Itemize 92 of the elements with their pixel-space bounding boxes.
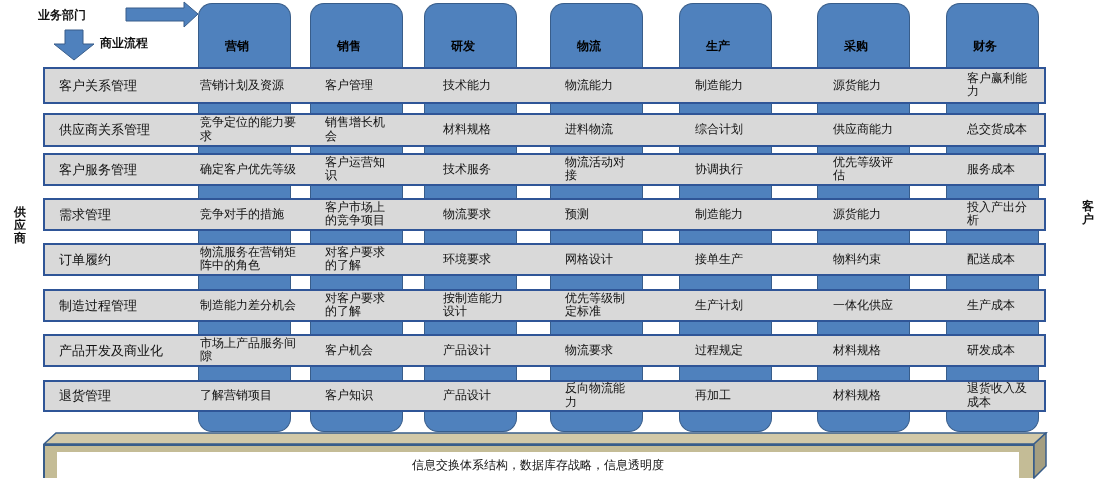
cell-text: 配送成本 [967,252,1016,267]
process-name: 订单履约 [59,253,111,266]
cell-text: 预测 [565,207,590,222]
cell-text: 总交货成本 [967,123,1028,137]
process-band [43,334,1046,367]
process-name: 产品开发及商业化 [59,344,163,357]
cell-text: 按制造能力设计 [443,291,504,320]
cell-text: 环境要求 [443,252,492,267]
process-band [43,289,1046,322]
cell-text: 网格设计 [565,252,614,267]
department-pillar [817,3,910,67]
cell-text: 物流能力 [565,78,614,93]
process-name: 供应商关系管理 [59,123,150,137]
department-pillar [946,3,1039,67]
cell-text: 物料约束 [833,252,882,267]
department-pillar [550,3,643,67]
cell-text: 客户机会 [325,343,374,358]
cell-text: 产品设计 [443,389,492,403]
cell-text: 进料物流 [565,123,614,137]
cell-text: 生产计划 [695,298,744,313]
cell-text: 了解营销项目 [200,389,273,403]
cell-text: 综合计划 [695,123,744,137]
cell-text: 研发成本 [967,343,1016,358]
department-title: 营销 [225,38,249,55]
cell-text: 物流要求 [565,343,614,358]
cell-text: 物流要求 [443,207,492,222]
department-title: 生产 [706,38,730,55]
side-label: 供应商 [14,206,26,246]
cell-text: 服务成本 [967,162,1016,177]
department-pillar [198,3,291,67]
cell-text: 竞争对手的措施 [200,207,285,222]
department-title: 采购 [844,38,868,55]
cell-text: 销售增长机会 [325,116,386,144]
cell-text: 产品设计 [443,343,492,358]
cell-text: 再加工 [695,389,732,403]
cell-text: 营销计划及资源 [200,78,285,93]
platform-label: 信息交换体系结构，数据库存战略，信息透明度 [57,452,1019,478]
department-title: 财务 [973,38,997,55]
cell-text: 过程规定 [695,343,744,358]
department-title: 研发 [451,38,475,55]
process-band [43,380,1046,412]
cell-text: 材料规格 [443,123,492,137]
cell-text: 确定客户优先等级 [200,162,297,177]
cell-text: 生产成本 [967,298,1016,313]
cell-text: 反向物流能力 [565,382,626,410]
cell-text: 物流服务在营销矩阵中的角色 [200,245,297,274]
process-name: 客户关系管理 [59,79,137,92]
cell-text: 制造能力 [695,78,744,93]
cell-text: 制造能力 [695,207,744,222]
process-name: 需求管理 [59,208,111,221]
department-title: 销售 [337,38,361,55]
foundation-platform [43,444,1035,478]
cell-text: 源货能力 [833,78,882,93]
process-band [43,153,1046,186]
cell-text: 接单生产 [695,252,744,267]
side-label: 客户 [1082,200,1094,227]
department-title: 物流 [577,38,601,55]
cell-text: 市场上产品服务间隙 [200,336,297,365]
department-pillar [679,3,772,67]
cell-text: 材料规格 [833,343,882,358]
axis-label: 业务部门 [38,9,86,21]
cell-text: 供应商能力 [833,123,894,137]
cell-text: 协调执行 [695,162,744,177]
cell-text: 对客户要求的了解 [325,291,386,320]
cell-text: 客户赢利能力 [967,71,1028,100]
process-band [43,198,1046,231]
cell-text: 竞争定位的能力要求 [200,116,297,144]
process-band [43,67,1046,104]
cell-text: 投入产出分析 [967,200,1028,229]
process-name: 退货管理 [59,389,111,403]
cell-text: 客户知识 [325,389,374,403]
cell-text: 技术能力 [443,78,492,93]
cell-text: 退货收入及成本 [967,382,1028,410]
department-pillar [424,3,517,67]
department-pillar [310,3,403,67]
cell-text: 源货能力 [833,207,882,222]
cell-text: 制造能力差分机会 [200,298,297,313]
process-name: 制造过程管理 [59,299,137,312]
cell-text: 客户市场上的竞争项目 [325,200,386,229]
cell-text: 优先等级制定标准 [565,291,626,320]
cell-text: 物流活动对接 [565,155,626,184]
cell-text: 对客户要求的了解 [325,245,386,274]
process-name: 客户服务管理 [59,163,137,176]
cell-text: 一体化供应 [833,298,894,313]
axis-label: 商业流程 [100,37,148,49]
cell-text: 客户运营知识 [325,155,386,184]
process-band [43,113,1046,147]
process-band [43,243,1046,276]
cell-text: 技术服务 [443,162,492,177]
cell-text: 材料规格 [833,389,882,403]
cell-text: 优先等级评估 [833,155,894,184]
cell-text: 客户管理 [325,78,374,93]
